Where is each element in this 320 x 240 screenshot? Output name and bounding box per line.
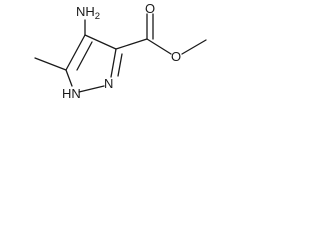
bond-n1-c5 xyxy=(65,69,73,87)
bond-c4-c5 xyxy=(65,34,86,71)
bond-ester-o-methyl xyxy=(181,39,207,55)
molecule-drawing: NH2 HN N O O xyxy=(34,1,207,101)
ester-oxygen-label: O xyxy=(171,49,181,64)
amino-subscript: 2 xyxy=(95,11,100,22)
bond-n2-n1 xyxy=(78,85,105,93)
ring-n-label: N xyxy=(104,76,113,91)
bond-c4-c5-double xyxy=(76,41,93,71)
ring-nh-label: HN xyxy=(62,86,81,101)
bond-c3-n2 xyxy=(110,48,117,78)
amino-n-label: NH xyxy=(76,4,95,19)
amino-group-label: NH2 xyxy=(76,4,100,22)
bond-carbonyl-ester-o xyxy=(146,38,172,55)
bond-c3-n2-double xyxy=(117,53,123,77)
bond-c3-carbonyl xyxy=(115,38,148,50)
carbonyl-oxygen-label: O xyxy=(145,1,155,16)
bond-c5-methyl xyxy=(34,57,67,71)
bond-c4-c3 xyxy=(84,34,117,50)
structure-diagram: NH2 HN N O O xyxy=(0,0,214,126)
